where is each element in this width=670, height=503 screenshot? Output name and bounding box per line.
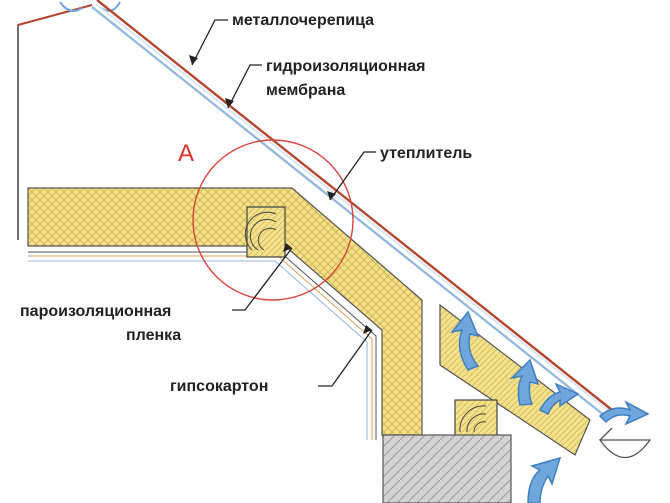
- insulation-label: утеплитель: [380, 145, 472, 162]
- rafter-section-icon: [454, 399, 498, 437]
- detail-circle: [192, 139, 354, 301]
- rafter-beam: [439, 303, 591, 456]
- membrane-label-line2: мембрана: [266, 82, 345, 99]
- gutter-icon: [598, 427, 652, 458]
- drywall-label: гипсокартон: [170, 378, 268, 395]
- vapor-barrier-label-line1: пароизоляционная: [20, 303, 171, 320]
- masonry-wall: [382, 434, 512, 503]
- leader-arrowheads: [189, 55, 372, 334]
- roof-covering-line: [96, 0, 613, 411]
- ceiling-layers: [28, 251, 377, 440]
- rafter-section-icon: [244, 206, 286, 258]
- membrane-label-line1: гидроизоляционная: [266, 58, 425, 75]
- vapor-barrier-label-line2: пленка: [126, 327, 181, 344]
- leader-lines: [191, 19, 376, 387]
- insulation-layer: [27, 187, 423, 436]
- airflow-arrow-icon: [450, 310, 650, 503]
- detail-mark-label: А: [178, 140, 194, 167]
- roof-membrane-line: [91, 3, 611, 417]
- roof-covering-label: металлочерепица: [232, 12, 374, 29]
